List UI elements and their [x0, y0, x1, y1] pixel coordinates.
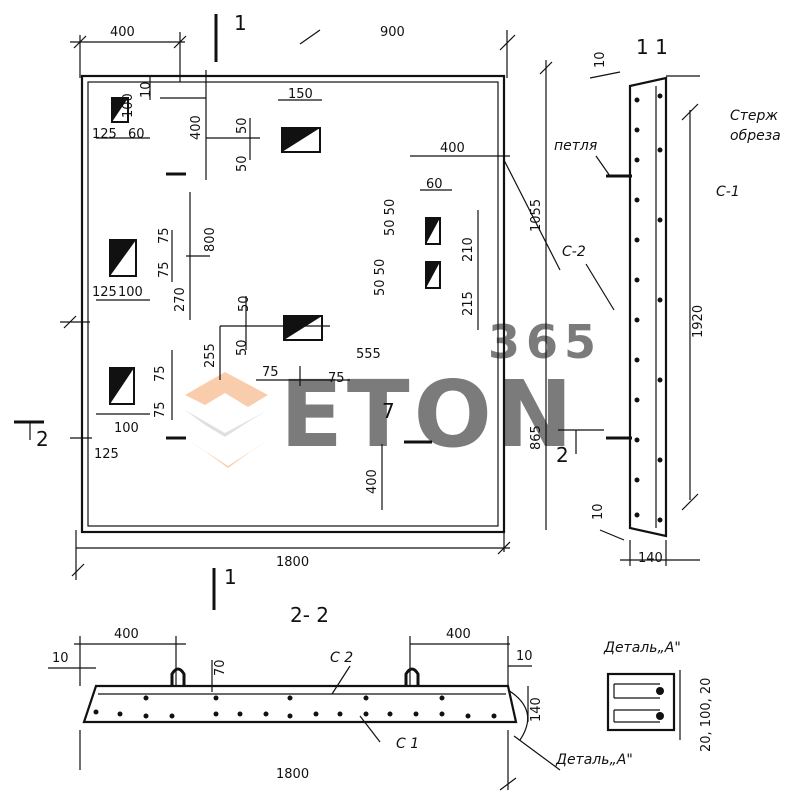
detail-a-dims: 20, 100, 20	[699, 678, 714, 752]
dim-100: 100	[121, 93, 136, 118]
dim-60-a: 60	[128, 127, 145, 142]
dim-150: 150	[288, 87, 313, 102]
dim-60-b: 60	[426, 177, 443, 192]
detail-a: Деталь„А" 20, 100, 20	[603, 640, 714, 752]
section-mark-1-top: 1	[234, 11, 247, 35]
dim-1055: 1055	[529, 199, 544, 232]
top-dimension	[70, 29, 516, 82]
watermark-number: 365	[488, 315, 602, 369]
section-2-2-outline	[82, 684, 518, 724]
watermark-word: ETON	[280, 361, 577, 468]
dim-255: 255	[203, 343, 218, 368]
dim-270: 270	[173, 287, 188, 312]
dim-75-f: 75	[328, 371, 345, 386]
slab-outline	[80, 74, 506, 534]
dim-7: 7	[382, 399, 395, 423]
opening-2	[281, 127, 321, 153]
section-1-1-c1-label: С-1	[716, 184, 740, 200]
section-1-1-dots	[634, 93, 663, 523]
section-2-2-c2-label: С 2	[330, 650, 353, 666]
dim-400-right: 400	[440, 141, 465, 156]
leader-1055	[503, 159, 561, 271]
dim-75-e: 75	[262, 365, 279, 380]
dim-75-b: 75	[157, 261, 172, 278]
watermark-logo-icon	[185, 372, 268, 468]
section-mark-2-left: 2	[36, 427, 49, 451]
section-1-1-section-2-label: 2	[556, 443, 569, 467]
section-1-1: 1 1 10 петля С-1	[554, 35, 781, 566]
dim-50-e: 50	[235, 339, 250, 356]
section-1-1-loop-label: петля	[554, 138, 597, 154]
section-1-1-title: 1 1	[636, 35, 668, 59]
dim-215: 215	[461, 291, 476, 316]
dim-125-a: 125	[92, 127, 117, 142]
dim-75-d: 75	[153, 401, 168, 418]
dim-865: 865	[529, 425, 544, 450]
dim-125-b: 125	[92, 285, 117, 300]
section-2-2-loop-right	[404, 667, 420, 686]
dim-900: 900	[380, 25, 405, 40]
section-2-2-title: 2- 2	[290, 603, 329, 627]
section-2-2-loop-left	[170, 667, 186, 686]
dim-10: 10	[139, 81, 154, 98]
section-2-2-dim-400-right: 400	[446, 627, 471, 642]
slab-inner-outline	[87, 81, 499, 527]
section-2-2-dim-1800: 1800	[276, 767, 309, 782]
opening-3	[109, 239, 137, 277]
dim-1800-plan: 1800	[276, 555, 309, 570]
section-2-2: 2- 2 400 400 10 10 70	[48, 603, 633, 791]
section-2-2-dim-10-right: 10	[516, 649, 533, 664]
opening-4	[425, 217, 441, 245]
dim-800: 800	[203, 227, 218, 252]
dim-400-top: 400	[110, 25, 135, 40]
section-1-1-note-1: Стерж	[730, 108, 778, 124]
dim-50-50-b: 50 50	[373, 259, 388, 296]
section-2-2-dim-70: 70	[213, 659, 228, 676]
detail-a-outline	[606, 672, 676, 732]
section-2-2-dots	[93, 695, 497, 719]
detail-a-title: Деталь„А"	[603, 640, 681, 656]
dim-50-d: 50	[237, 295, 252, 312]
dim-75-a: 75	[157, 227, 172, 244]
dim-400-v: 400	[189, 115, 204, 140]
section-2-2-c1-label: С 1	[396, 736, 419, 752]
section-1-1-dim-1920: 1920	[691, 305, 706, 338]
section-1-1-dim-10-top: 10	[593, 51, 608, 68]
dim-555: 555	[356, 347, 381, 362]
watermark: 365 ETON	[185, 315, 602, 468]
section-2-2-detail-arc	[507, 689, 529, 741]
section-2-2-dim-140: 140	[529, 697, 544, 722]
dim-400-bottom: 400	[365, 469, 380, 494]
left-dimension-ticks	[60, 315, 92, 577]
inner-dimension-lines	[96, 70, 510, 510]
dim-75-c: 75	[153, 365, 168, 382]
section-2-2-dim-10-left: 10	[52, 651, 69, 666]
dim-50-a: 50	[235, 117, 250, 134]
dim-50-b: 50	[235, 155, 250, 172]
section-2-2-detail-ref: Деталь„А"	[555, 752, 633, 768]
dim-50-50: 50 50	[383, 199, 398, 236]
opening-7	[109, 367, 135, 405]
section-mark-1-bottom: 1	[224, 565, 237, 589]
dim-125-c: 125	[94, 447, 119, 462]
dim-100-c: 100	[114, 421, 139, 436]
dim-210: 210	[461, 237, 476, 262]
dim-100-b: 100	[118, 285, 143, 300]
section-1-1-c2-label: С-2	[562, 244, 586, 260]
plan-view: 400 900 1	[14, 11, 561, 610]
section-1-1-outline	[628, 76, 668, 538]
opening-6	[283, 315, 323, 341]
opening-5	[425, 261, 441, 289]
section-2-2-dim-400-left: 400	[114, 627, 139, 642]
section-1-1-dim-140: 140	[638, 551, 663, 566]
section-1-1-note-2: обреза	[730, 128, 781, 144]
section-1-1-dim-10-bottom: 10	[591, 503, 606, 520]
opening-1	[111, 97, 129, 123]
